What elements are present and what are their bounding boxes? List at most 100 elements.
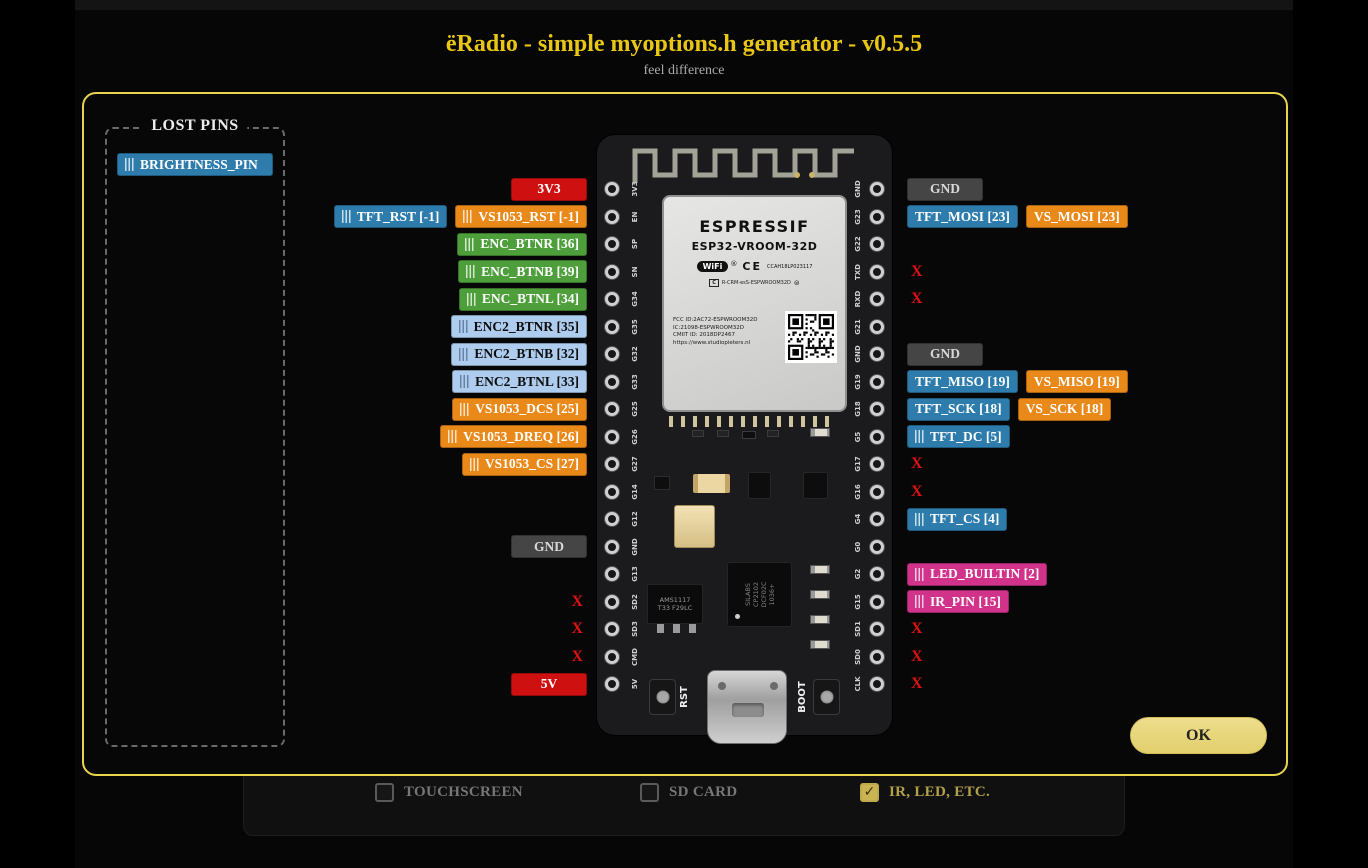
smd-resistor (810, 565, 830, 574)
pin-label-tft-dc-5[interactable]: TFT_DC [5] (907, 425, 1010, 448)
pin-pad-left-3v3-0[interactable] (605, 182, 619, 196)
pin-pad-left-g26-9[interactable] (605, 429, 619, 444)
pin-label-tft-cs-4[interactable]: TFT_CS [4] (907, 507, 1008, 531)
pin-pad-left-g33-7[interactable] (605, 374, 619, 389)
pin-pad-right-rxd-4[interactable] (870, 292, 884, 306)
pin-pad-left-g25-8[interactable] (605, 402, 619, 416)
pin-label-enc-btnb-39[interactable]: ENC_BTNB [39] (458, 260, 587, 283)
pin-pad-left-sp-2[interactable] (605, 237, 619, 251)
pin-pad-right-g16-11[interactable] (870, 484, 884, 499)
board-model: ESP32-VROOM-32D (691, 240, 818, 253)
pin-label-gnd: GND (907, 342, 983, 366)
pin-label-enc-btnr-36[interactable]: ENC_BTNR [36] (457, 232, 587, 256)
pin-pad-right-gnd-6[interactable] (870, 347, 884, 361)
board-pin-name-g35: G35 (631, 318, 639, 335)
pin-pad-left-g13-14[interactable] (605, 567, 619, 581)
pin-label-enc2-btnr-35[interactable]: ENC2_BTNR [35] (450, 315, 587, 338)
pin-pad-left-g27-10[interactable] (605, 457, 619, 471)
pin-label-vs-mosi-23: VS_MOSI [23] (1025, 205, 1128, 228)
pin-label-vs1053-dreq-26[interactable]: VS1053_DREQ [26] (440, 425, 587, 448)
checkbox-box-icon[interactable]: ✓ (860, 783, 879, 802)
reset-button[interactable] (649, 679, 676, 715)
pin-pad-right-g0-13[interactable] (870, 539, 884, 554)
board-pin-name-gnd: GND (854, 180, 862, 198)
pin-pad-left-g32-6[interactable] (605, 347, 619, 361)
board-pin-name-g23: G23 (854, 208, 862, 225)
pin-pad-right-g22-2[interactable] (870, 237, 884, 251)
pin-label-text: TFT_CS [4] (930, 511, 1000, 526)
pin-pad-left-sn-3[interactable] (605, 264, 619, 279)
pin-pad-right-g17-10[interactable] (870, 457, 884, 471)
board-pin-name-g32: G32 (631, 346, 639, 362)
board-pin-name-sd1: SD1 (854, 621, 862, 637)
regulator-text: T33 F29LC (657, 604, 693, 612)
pin-pad-left-sd2-15[interactable] (605, 594, 619, 609)
board-pin-name-g4: G4 (854, 513, 862, 525)
drag-grip-icon (341, 210, 351, 223)
pin-row-right-g17-10: X (907, 452, 1290, 476)
pin-label-vs1053-dcs-25[interactable]: VS1053_DCS [25] (452, 397, 587, 421)
pin-label-led-builtin-2[interactable]: LED_BUILTIN [2] (907, 562, 1048, 586)
pin-pad-right-txd-3[interactable] (870, 264, 884, 279)
pin-pad-right-g23-1[interactable] (870, 209, 884, 224)
pin-label-tft-rst-1[interactable]: TFT_RST [-1] (333, 205, 448, 228)
checkbox-ir-led-etc[interactable]: ✓ IR, LED, ETC. (860, 783, 990, 802)
smd-resistor (810, 615, 830, 624)
pin-label-text: ENC2_BTNB [32] (474, 346, 579, 361)
pin-pad-right-gnd-0[interactable] (870, 182, 884, 196)
pin-label-vs1053-cs-27[interactable]: VS1053_CS [27] (461, 452, 587, 476)
pin-label-text: GND (534, 538, 564, 554)
pin-row-right-g4-12: TFT_CS [4] (907, 507, 1290, 531)
ok-button[interactable]: OK (1130, 717, 1267, 754)
cert-code: CCAH18LP023117 (766, 263, 813, 270)
pin-pad-right-sd0-17[interactable] (870, 649, 884, 664)
pin-pad-left-sd3-16[interactable] (605, 622, 619, 636)
board-pin-name-rxd: RXD (854, 290, 862, 308)
pin-label-enc2-btnb-32[interactable]: ENC2_BTNB [32] (451, 342, 587, 366)
pin-label-text: LED_BUILTIN [2] (930, 566, 1040, 581)
pin-pad-left-gnd-13[interactable] (605, 539, 619, 554)
ce-mark-icon: CE (742, 260, 762, 273)
checkbox-touchscreen[interactable]: TOUCHSCREEN (375, 783, 523, 802)
checkbox-box-icon[interactable] (375, 783, 394, 802)
app-subtitle: feel difference (643, 63, 725, 78)
board-pin-name-3v3: 3V3 (631, 181, 639, 197)
pin-pad-left-g35-5[interactable] (605, 319, 619, 334)
checkbox-sd-card[interactable]: SD CARD (640, 783, 737, 802)
board-pin-name-sd2: SD2 (631, 593, 639, 610)
pin-pad-right-sd1-16[interactable] (870, 622, 884, 636)
board-pin-name-5v: 5V (631, 678, 639, 690)
pin-pad-left-cmd-17[interactable] (605, 649, 619, 664)
pin-row-right-gnd-0: GND (907, 177, 1290, 201)
pin-label-enc2-btnl-33[interactable]: ENC2_BTNL [33] (452, 370, 587, 393)
pin-label-gnd: GND (907, 177, 983, 201)
pin-label-ir-pin-15[interactable]: IR_PIN [15] (907, 590, 1009, 613)
pin-pad-right-clk-18[interactable] (870, 677, 884, 691)
pin-pad-left-en-1[interactable] (605, 209, 619, 224)
pin-pad-left-5v-18[interactable] (605, 677, 619, 691)
pin-pad-right-g4-12[interactable] (870, 512, 884, 526)
pin-pad-left-g14-11[interactable] (605, 484, 619, 499)
boot-button[interactable] (813, 679, 840, 715)
pin-label-vs1053-rst-1[interactable]: VS1053_RST [-1] (455, 205, 587, 228)
pin-pad-right-g19-7[interactable] (870, 374, 884, 389)
pin-pad-right-g2-14[interactable] (870, 567, 884, 581)
chip-line: 1036+ (767, 583, 776, 606)
pin-pad-left-g34-4[interactable] (605, 292, 619, 306)
pin-pad-right-g5-9[interactable] (870, 429, 884, 444)
pin-pad-right-g21-5[interactable] (870, 319, 884, 334)
checkbox-label: IR, LED, ETC. (889, 784, 991, 800)
pin-label-enc-btnl-34[interactable]: ENC_BTNL [34] (458, 287, 587, 311)
pin-label-brightness-pin[interactable]: BRIGHTNESS_PIN (117, 153, 273, 176)
pin-pad-right-g15-15[interactable] (870, 594, 884, 609)
drag-grip-icon (465, 237, 475, 251)
usb-connector (707, 670, 787, 744)
boot-label: BOOT (797, 681, 808, 713)
lost-pins-box: LOST PINS BRIGHTNESS_PIN (105, 117, 285, 747)
board-pin-name-g34: G34 (631, 291, 639, 307)
checkbox-box-icon[interactable] (640, 783, 659, 802)
disabled-pin-mark: X (571, 620, 583, 637)
pin-pad-right-g18-8[interactable] (870, 402, 884, 416)
pin-pad-left-g12-12[interactable] (605, 512, 619, 526)
pin-label-tft-sck-18: TFT_SCK [18] (907, 397, 1010, 421)
